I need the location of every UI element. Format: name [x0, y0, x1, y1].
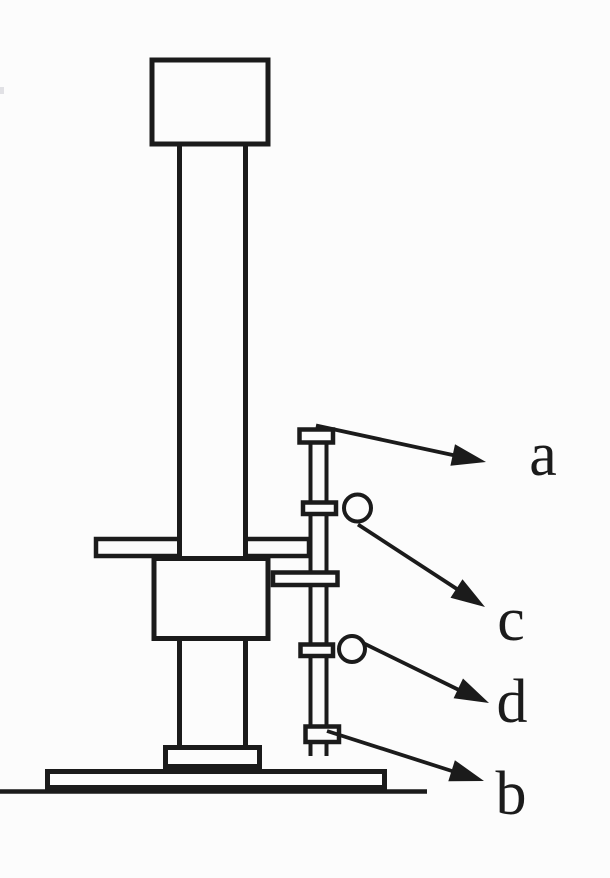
leader-arrow-a	[315, 423, 486, 466]
pedestal	[163, 745, 262, 769]
leader-arrow-b	[326, 729, 484, 782]
main-column-body	[182, 147, 244, 556]
head-block	[149, 57, 271, 147]
leader-line-a	[315, 423, 456, 458]
upper-stop-collar	[300, 500, 339, 517]
leader-arrow-c	[356, 522, 485, 607]
lower-stop-collar	[298, 642, 336, 659]
arrowhead-c-icon	[450, 579, 485, 607]
scan-artifact	[0, 87, 4, 94]
label-d: d	[497, 668, 528, 736]
clamp-bracket	[270, 570, 340, 588]
base-plate	[45, 769, 387, 790]
leader-arrow-d	[362, 641, 489, 703]
carriage-block	[151, 556, 271, 641]
leader-line-d	[362, 641, 462, 693]
arrowhead-b-icon	[448, 760, 484, 782]
leader-line-c	[356, 522, 462, 593]
rod-top-cap	[297, 427, 336, 445]
upper-knob	[342, 492, 373, 524]
arrowhead-d-icon	[453, 678, 489, 703]
lower-knob	[337, 634, 367, 664]
label-c: c	[497, 586, 525, 654]
label-b: b	[496, 760, 527, 828]
label-a: a	[529, 421, 557, 489]
leader-line-b	[326, 729, 456, 774]
arrowhead-a-icon	[450, 444, 486, 466]
